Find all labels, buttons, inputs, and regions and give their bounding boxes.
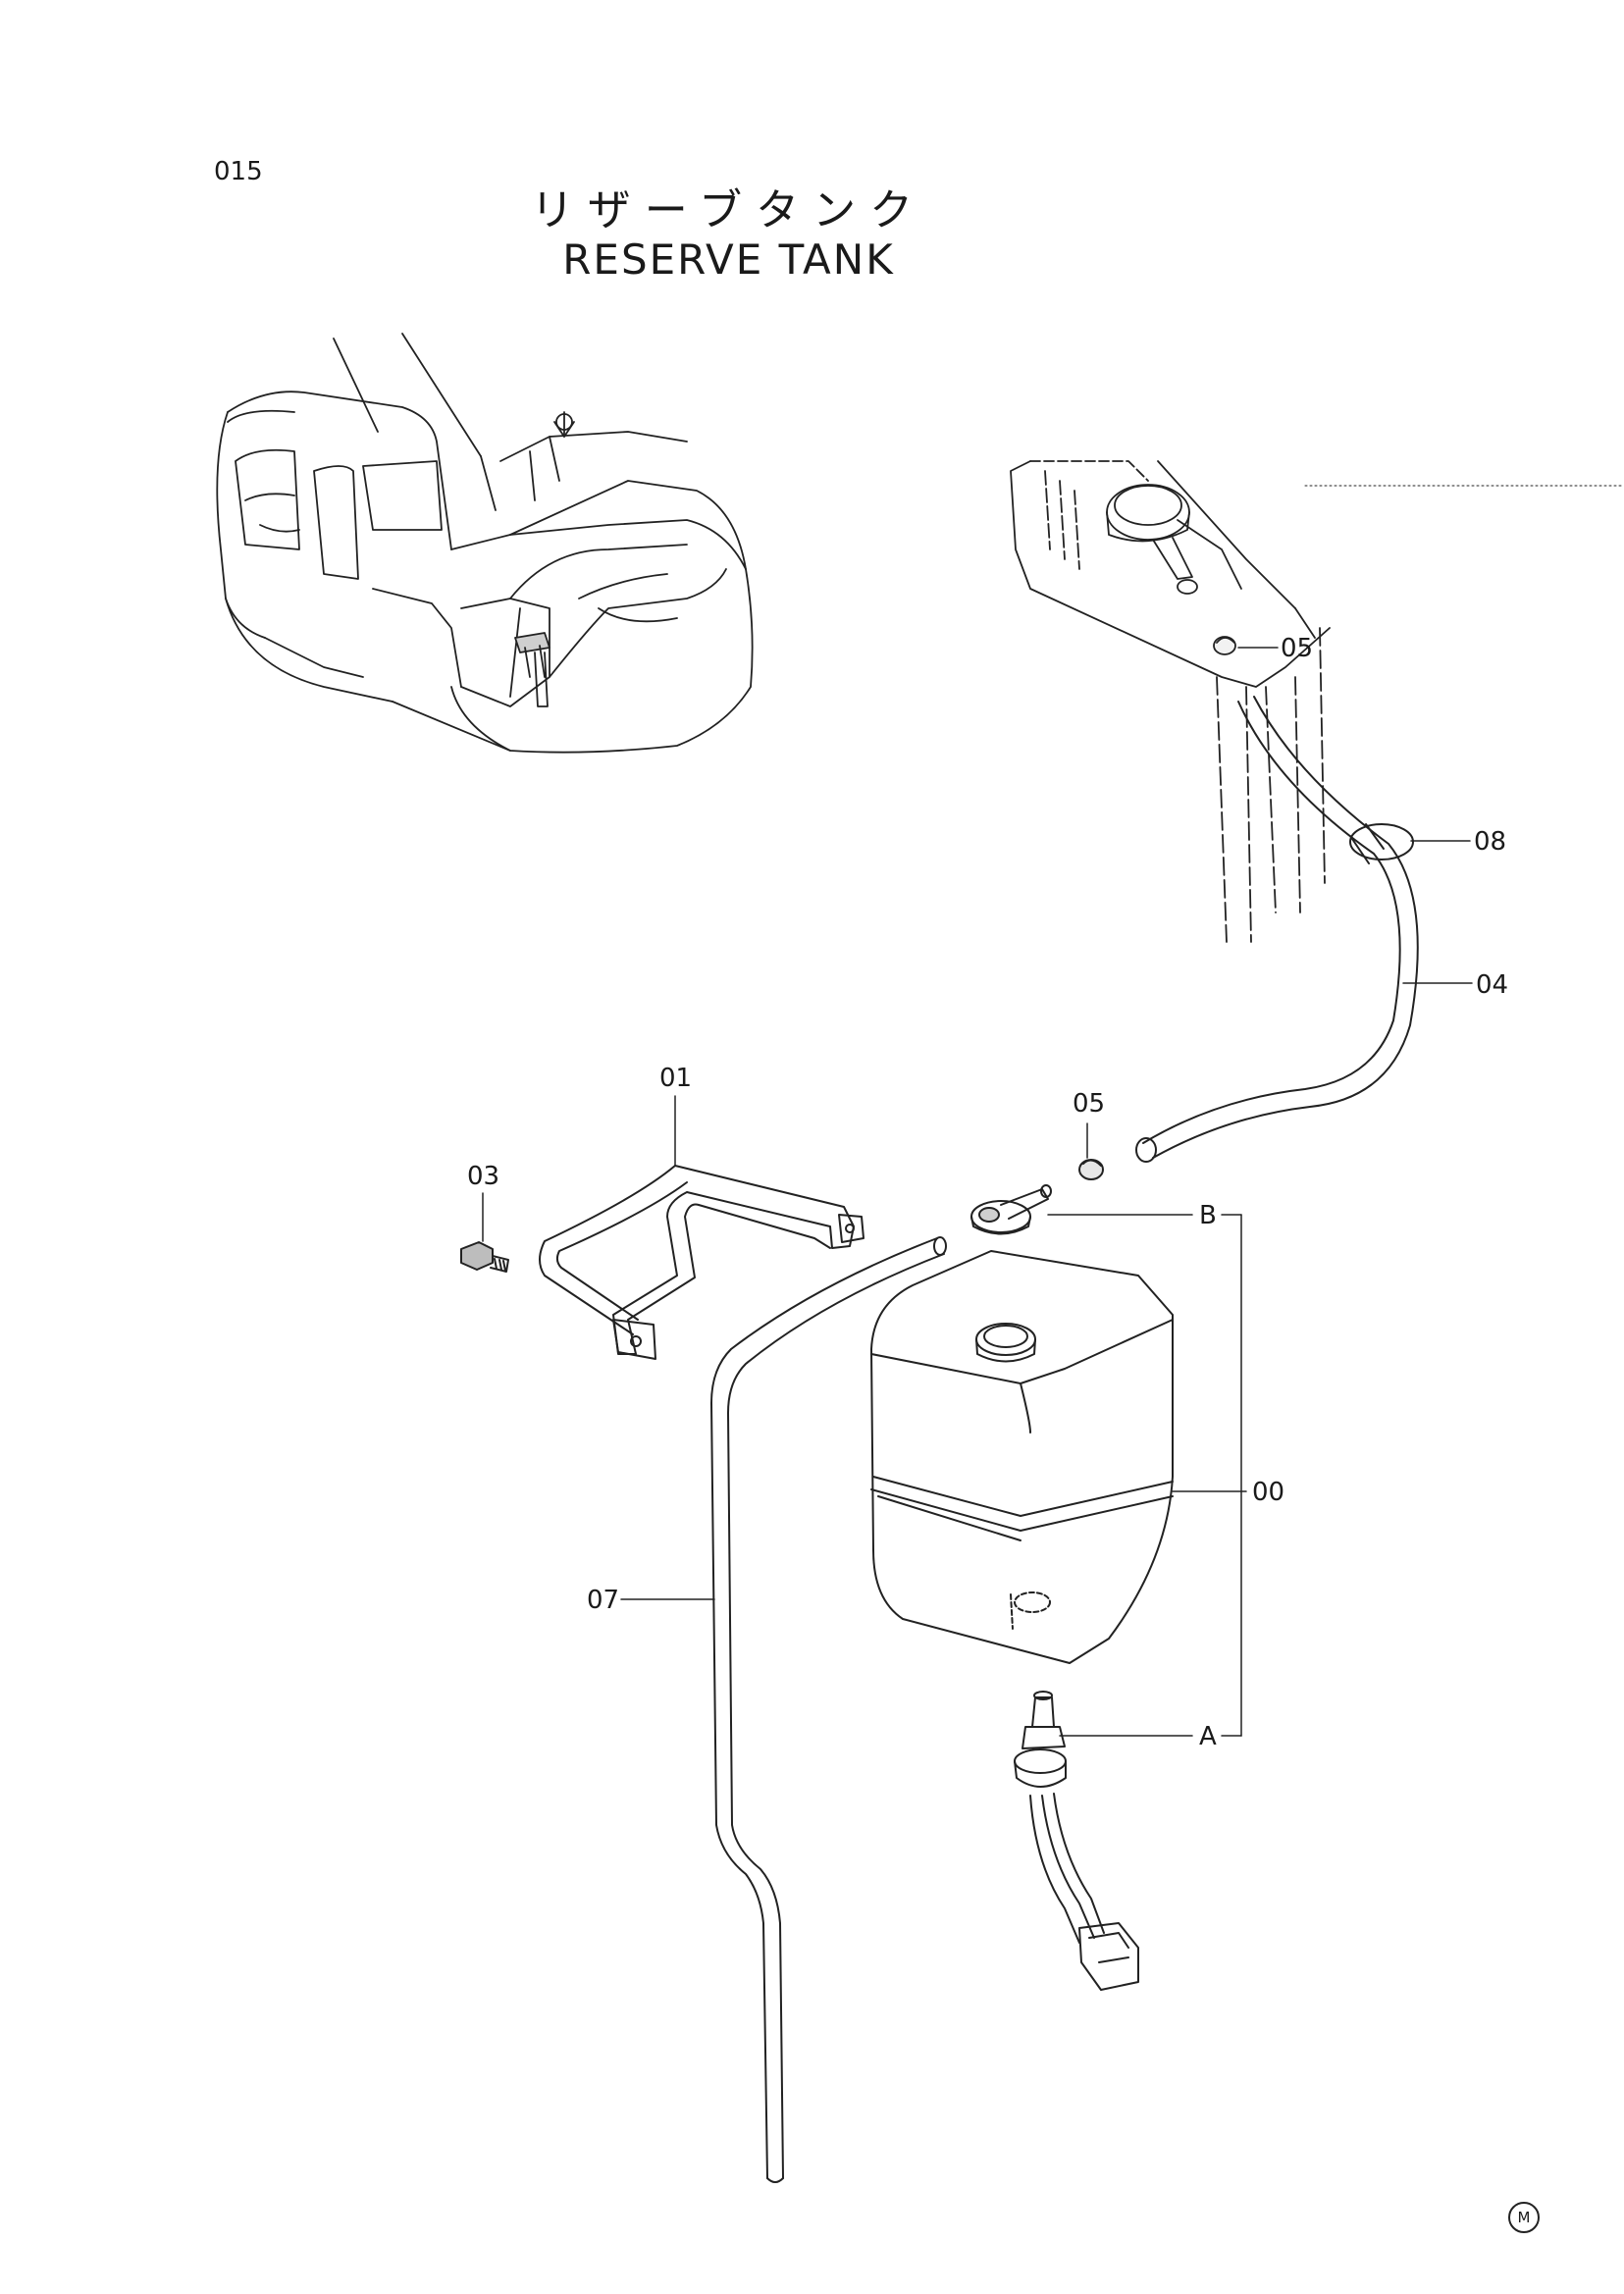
bolt-03 (460, 1241, 509, 1273)
callout-04: 04 (1476, 970, 1509, 1000)
callout-05-upper: 05 (1281, 634, 1314, 663)
machine-overview (216, 333, 754, 754)
callout-b: B (1199, 1201, 1217, 1230)
tube-07 (710, 1236, 947, 2183)
callout-08: 08 (1474, 827, 1507, 857)
callout-00: 00 (1252, 1478, 1285, 1507)
page-number: 015 (214, 157, 263, 186)
title-japanese: リザーブタンク (530, 185, 927, 235)
hose-04 (1135, 696, 1419, 1163)
reserve-tank-00 (870, 1250, 1174, 1664)
m-mark: M (1508, 2202, 1540, 2233)
callout-01: 01 (659, 1064, 693, 1093)
callout-a: A (1199, 1722, 1217, 1751)
callout-03: 03 (467, 1162, 500, 1191)
band-08 (1349, 823, 1414, 864)
bracket-01 (539, 1165, 864, 1360)
radiator-detail (1010, 460, 1624, 943)
title-english: RESERVE TANK (562, 235, 895, 284)
cap-b (970, 1184, 1052, 1235)
leader-lines (482, 647, 1473, 1737)
clamp-05-lower (1078, 1159, 1104, 1180)
callout-05-lower: 05 (1073, 1089, 1106, 1119)
callout-07: 07 (587, 1586, 620, 1615)
level-switch-a (1014, 1691, 1139, 1991)
